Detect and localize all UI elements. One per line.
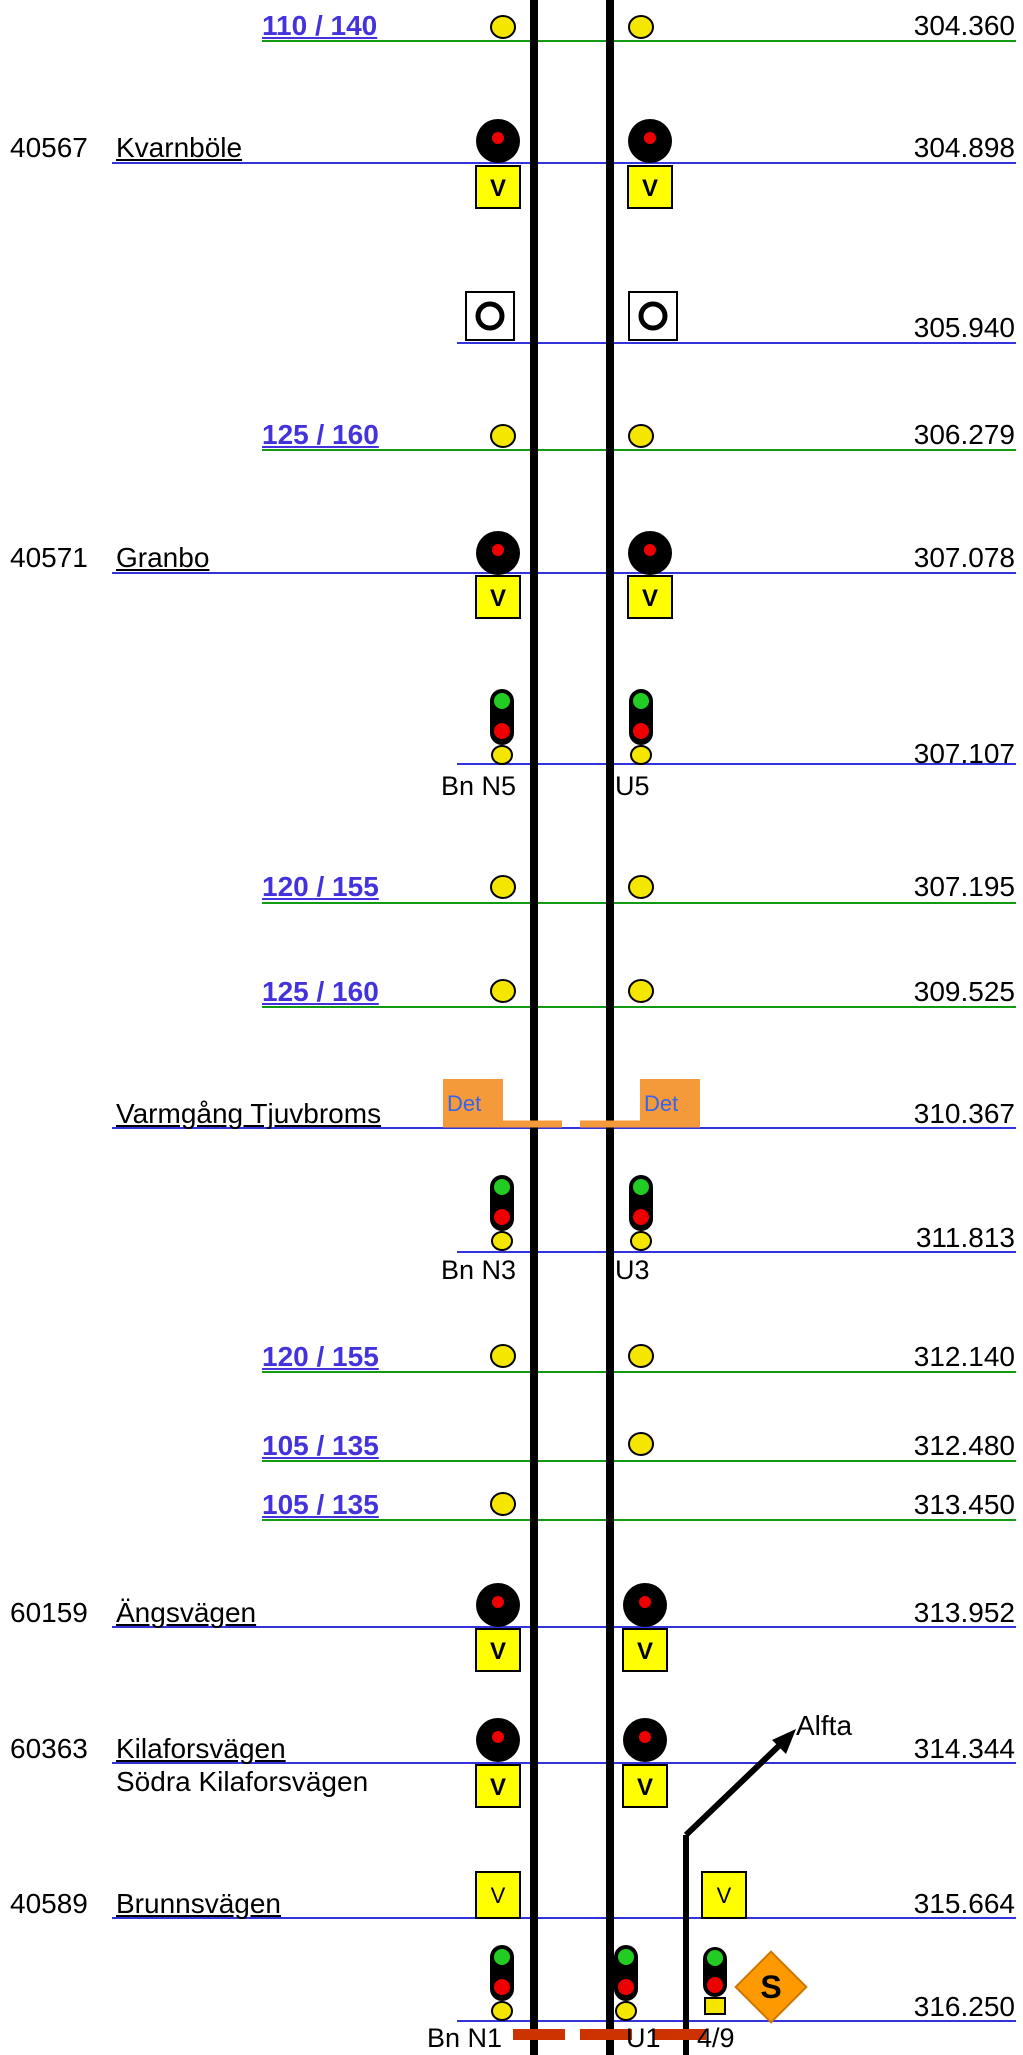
v-sign-icon xyxy=(622,1628,668,1672)
km-post: 312.140 xyxy=(913,1341,1015,1372)
crossing-name: Ängsvägen xyxy=(116,1597,257,1628)
crossing-name: Kilaforsvägen xyxy=(116,1733,286,1764)
crossing-code: 40571 xyxy=(10,542,88,573)
balise-icon xyxy=(490,1492,516,1516)
speed-limit: 120 / 155 xyxy=(262,871,379,902)
balise-icon xyxy=(490,979,516,1003)
speed-limit: 105 / 135 xyxy=(262,1430,379,1461)
crossing-signal-icon xyxy=(476,1583,520,1627)
km-post: 313.952 xyxy=(913,1597,1015,1628)
km-post: 313.450 xyxy=(913,1489,1015,1520)
km-lines xyxy=(112,40,1016,2022)
v-sign-icon xyxy=(475,1871,521,1919)
km-post: 309.525 xyxy=(913,976,1015,1007)
km-post: 316.250 xyxy=(913,1991,1015,2022)
km-post: 306.279 xyxy=(913,419,1015,450)
crossing-signal-icon xyxy=(628,119,672,163)
balise-icon xyxy=(490,424,516,448)
detector-name: Varmgång Tjuvbroms xyxy=(116,1098,382,1129)
signal-label: U3 xyxy=(615,1255,650,1285)
ring-board-icon xyxy=(629,292,677,340)
km-post: 307.078 xyxy=(913,542,1015,573)
km-post: 304.898 xyxy=(913,132,1015,163)
detector-label: Det xyxy=(644,1091,679,1116)
crossing-signal-icon xyxy=(476,119,520,163)
s-board-icon: S xyxy=(734,1950,808,2024)
v-sign-icon xyxy=(627,165,673,209)
crossing-signal-icon xyxy=(623,1718,667,1762)
signal-label: U1 xyxy=(626,2023,661,2053)
signal-label: 4/9 xyxy=(697,2023,735,2053)
arrow-icon xyxy=(772,1729,796,1754)
crossing-name-secondary: Södra Kilaforsvägen xyxy=(116,1766,369,1797)
km-post: 311.813 xyxy=(915,1222,1015,1253)
km-post: 307.195 xyxy=(913,871,1015,902)
section-marks xyxy=(513,2029,706,2040)
branch-track xyxy=(683,1729,796,2055)
speed-limit: 125 / 160 xyxy=(262,419,379,450)
main-signal-icon xyxy=(613,1944,639,2021)
v-sign-icon xyxy=(475,1628,521,1672)
km-post: 314.344 xyxy=(913,1733,1015,1764)
crossing-signal-icon xyxy=(476,1718,520,1762)
branch-signal-icon xyxy=(703,1947,727,2015)
crossing-signal-icon xyxy=(623,1583,667,1627)
signal-label: U5 xyxy=(615,771,650,801)
crossing-code: 40589 xyxy=(10,1888,88,1919)
v-sign-icon xyxy=(475,165,521,209)
svg-text:S: S xyxy=(760,1969,781,2005)
crossing-code: 60363 xyxy=(10,1733,88,1764)
v-sign-icon xyxy=(622,1764,668,1808)
balise-icon xyxy=(490,1344,516,1368)
crossing-signal-icon xyxy=(628,531,672,575)
crossing-code: 60159 xyxy=(10,1597,88,1628)
detector-label: Det xyxy=(447,1091,482,1116)
balise-icon xyxy=(628,1432,654,1456)
signal-label: Bn N3 xyxy=(441,1255,517,1285)
ring-board-icon xyxy=(466,292,514,340)
km-post: 304.360 xyxy=(913,10,1015,41)
main-signal-icon xyxy=(489,688,515,765)
km-post: 310.367 xyxy=(913,1098,1015,1129)
km-post: 315.664 xyxy=(913,1888,1015,1919)
speed-limit: 125 / 160 xyxy=(262,976,379,1007)
v-sign-icon xyxy=(701,1871,747,1919)
v-sign-icon xyxy=(475,1764,521,1808)
main-signal-icon xyxy=(628,688,654,765)
crossing-name: Granbo xyxy=(116,542,210,573)
signal-label: Bn N1 xyxy=(427,2023,503,2053)
branch-label: Alfta xyxy=(796,1710,853,1741)
balise-icon xyxy=(628,424,654,448)
v-sign-icon xyxy=(627,575,673,619)
crossing-name: Brunnsvägen xyxy=(116,1888,282,1919)
km-post: 312.480 xyxy=(913,1430,1015,1461)
balise-icon xyxy=(628,875,654,899)
km-post: 305.940 xyxy=(913,312,1015,343)
speed-limit: 110 / 140 xyxy=(262,10,378,41)
speed-limit: 105 / 135 xyxy=(262,1489,379,1520)
main-signal-icon xyxy=(489,1944,515,2021)
crossing-code: 40567 xyxy=(10,132,88,163)
main-tracks xyxy=(530,0,614,2055)
crossing-name: Kvarnböle xyxy=(116,132,243,163)
balise-icon xyxy=(490,875,516,899)
balise-icon xyxy=(628,15,654,39)
detector-boxes xyxy=(443,1079,700,1128)
balise-icon xyxy=(490,15,516,39)
crossing-signal-icon xyxy=(476,531,520,575)
balise-icon xyxy=(628,1344,654,1368)
v-sign-icon xyxy=(475,575,521,619)
balise-icon xyxy=(628,979,654,1003)
main-signal-icon xyxy=(628,1174,654,1251)
km-post: 307.107 xyxy=(913,738,1015,769)
speed-limit: 120 / 155 xyxy=(262,1341,379,1372)
signal-label: Bn N5 xyxy=(441,771,517,801)
main-signal-icon xyxy=(489,1174,515,1251)
